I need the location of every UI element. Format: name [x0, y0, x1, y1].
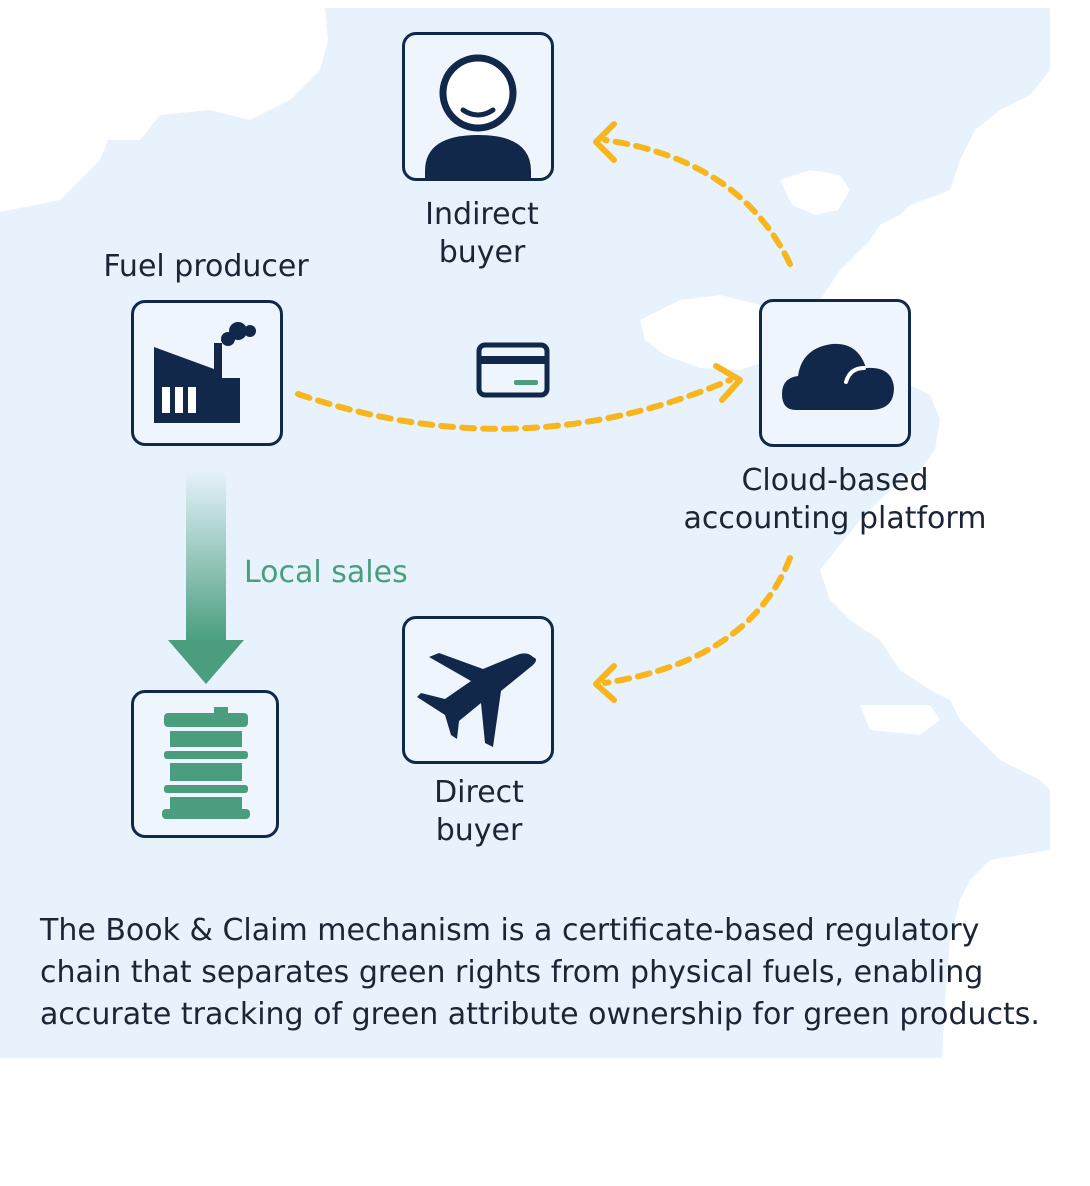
arrow-cloud-to-direct-buyer [602, 555, 793, 686]
arrow-producer-to-cloud [295, 377, 733, 432]
cloud-platform-label: Cloud-based accounting platform [664, 462, 1006, 538]
direct-buyer-box [402, 616, 554, 764]
cloud-icon [782, 343, 894, 410]
arrowhead-cloud-to-indirect-buyer [593, 121, 617, 163]
cloud-platform-label-line2: accounting platform [683, 501, 987, 536]
airplane-icon [417, 653, 536, 747]
person-icon [425, 54, 531, 178]
arrowhead-cloud-to-direct-buyer [593, 663, 617, 703]
local-sales-arrowhead [168, 640, 244, 684]
direct-buyer-label: Direct buyer [379, 774, 579, 850]
fuel-producer-label: Fuel producer [103, 249, 309, 284]
direct-buyer-label-line1: Direct [434, 775, 524, 810]
indirect-buyer-box [402, 32, 554, 181]
fuel-barrel-box [131, 690, 279, 838]
local-sales-arrow-shaft [186, 470, 226, 642]
diagram-caption: The Book & Claim mechanism is a certific… [40, 913, 1040, 1032]
arrowhead-producer-to-cloud [713, 363, 743, 403]
fuel-producer-box [131, 300, 283, 446]
direct-buyer-label-line2: buyer [435, 813, 523, 848]
factory-icon [154, 322, 256, 423]
indirect-buyer-label-line2: buyer [438, 235, 526, 270]
map-coast-gap [860, 705, 940, 735]
card-icon [476, 342, 550, 398]
arrow-cloud-to-indirect-buyer [602, 137, 793, 267]
cloud-platform-label-line1: Cloud-based [741, 463, 929, 498]
barrel-icon [162, 707, 250, 819]
local-sales-label: Local sales [244, 555, 408, 590]
map-water-inlet [640, 295, 790, 370]
indirect-buyer-label: Indirect buyer [382, 196, 582, 272]
cloud-platform-box [759, 299, 911, 447]
indirect-buyer-label-line1: Indirect [425, 197, 539, 232]
map-coast-notch [780, 170, 850, 215]
